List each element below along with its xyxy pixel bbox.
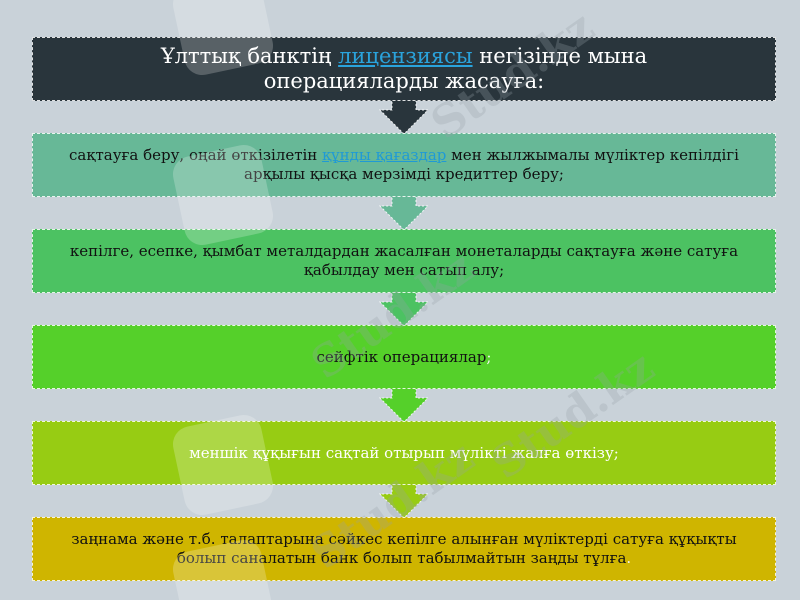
step-box-2: кепілге, есепке, қымбат металдардан жаса…: [32, 229, 776, 293]
step-1-text: сақтауға беру, оңай өткізілетін құнды қа…: [33, 146, 775, 184]
step-5-text: заңнама және т.б. талаптарына сәйкес кеп…: [33, 530, 775, 568]
header-text-line2: операцияларды жасауға:: [263, 69, 545, 93]
securities-link[interactable]: құнды қағаздар: [322, 146, 447, 165]
arrow-down-icon: [379, 388, 429, 422]
step-3-suffix: ;: [486, 347, 492, 366]
arrow-down-icon: [379, 484, 429, 518]
step-1-text-after: мен жылжымалы мүліктер кепілдігі арқылы …: [244, 146, 739, 183]
step-5-suffix: .: [626, 549, 632, 567]
license-link[interactable]: лицензиясы: [338, 43, 473, 68]
step-box-3: сейфтік операциялар;: [32, 325, 776, 389]
header-text: Ұлттық банктің лицензиясы негізінде мына…: [141, 44, 667, 94]
step-3-main-text: сейфтік операциялар: [316, 347, 487, 366]
step-4-text: меншік құқығын сақтай отырып мүлікті жал…: [189, 443, 619, 462]
arrow-down-icon: [379, 292, 429, 326]
step-box-5: заңнама және т.б. талаптарына сәйкес кеп…: [32, 517, 776, 581]
header-text-before: Ұлттық банктің: [160, 43, 339, 68]
step-box-1: сақтауға беру, оңай өткізілетін құнды қа…: [32, 133, 776, 197]
header-box: Ұлттық банктің лицензиясы негізінде мына…: [32, 37, 776, 101]
step-5-main-text: заңнама және т.б. талаптарына сәйкес кеп…: [71, 530, 737, 567]
step-3-text: сейфтік операциялар;: [297, 348, 512, 367]
arrow-down-icon: [379, 100, 429, 134]
header-text-after: негізінде мына: [472, 43, 648, 68]
arrow-down-icon: [379, 196, 429, 230]
step-box-4: меншік құқығын сақтай отырып мүлікті жал…: [32, 421, 776, 485]
step-1-text-before: сақтауға беру, оңай өткізілетін: [69, 146, 323, 165]
step-2-text: кепілге, есепке, қымбат металдардан жаса…: [69, 242, 739, 279]
